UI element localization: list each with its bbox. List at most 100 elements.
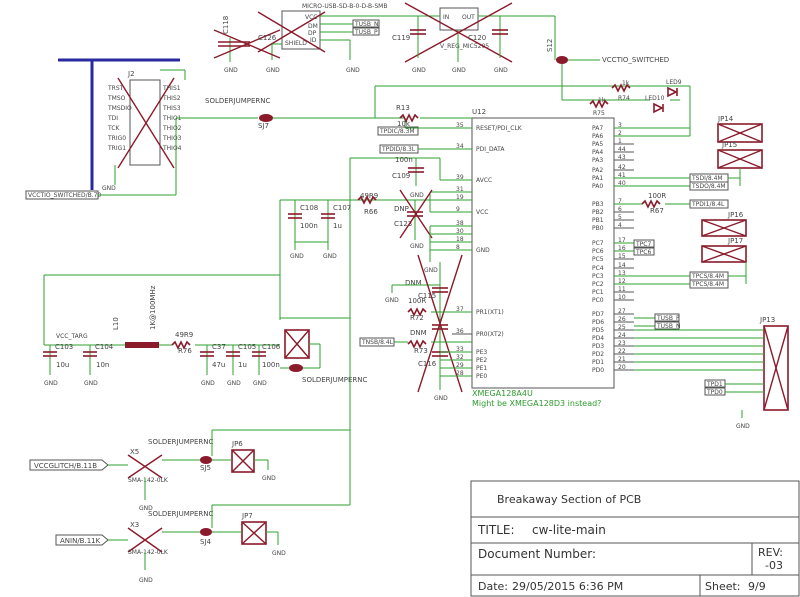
c123-label: C123	[394, 220, 412, 228]
mcu-left-pin-name: RESET/PDI_CLK	[476, 125, 523, 132]
r73-dnm: DNM	[410, 329, 427, 337]
mcu-designator: U12	[472, 108, 486, 116]
mcu-left-pin-num: 37	[456, 306, 464, 313]
mcu-right-pin-name: PB3	[592, 201, 604, 208]
c108-value: 100n	[300, 222, 318, 230]
tpd1-port: TPD1	[706, 381, 723, 388]
usb-dp-pin: DP	[308, 30, 317, 37]
c106-value: 100n	[262, 361, 280, 369]
sj7-label: SJ7	[258, 122, 269, 130]
mcu-left-pin-num: 33	[456, 346, 464, 353]
r74-label: R74	[618, 95, 630, 102]
mcu-left-pin-num: 29	[456, 362, 464, 369]
mcu-right-pin-name: PD6	[592, 319, 604, 326]
document-number-label: Document Number:	[478, 547, 596, 561]
vccsw-port: VCCTIO_SWITCHED/B.70	[28, 192, 101, 199]
c118-label: C118	[222, 16, 230, 34]
date-value: 29/05/2015 6:36 PM	[512, 580, 623, 593]
j2-pin-label: TMSO	[107, 95, 126, 102]
sj-bottom-type: SOLDERJUMPERNC	[302, 376, 368, 384]
l10-value: 1K@100MHz	[149, 285, 157, 330]
gnd-mcu: GND	[424, 267, 438, 274]
mcu-right-pin-name: PB1	[592, 217, 604, 224]
gnd-shield: GND	[266, 67, 280, 74]
mcu-left-pin-num: 8	[456, 244, 460, 251]
sj4-label: SJ4	[200, 538, 212, 546]
gnd-x3: GND	[139, 577, 153, 584]
l10-label: L10	[112, 317, 120, 330]
gnd-c106: GND	[253, 380, 267, 387]
usb-connector: MICRO-USB-SD-B-0-D-B-SMB VCC DM DP ID SH…	[257, 3, 387, 74]
mcu-right-pin-name: PD0	[592, 367, 604, 374]
gnd-vreg: GND	[452, 67, 466, 74]
tpdi1-port: TPDI1/8.4L	[691, 201, 725, 208]
anin-port: ANIN/B.11K	[60, 537, 101, 545]
mcu-right-pin-num: 44	[618, 146, 626, 153]
gnd-c103: GND	[44, 380, 58, 387]
mcu-right-pin-num: 25	[618, 324, 626, 331]
mcu-left-pin-num: 36	[456, 328, 464, 335]
mcu-right-pin-num: 5	[618, 214, 622, 221]
mcu-right-pin-name: PD1	[592, 359, 604, 366]
mcu-right-pin-name: PA4	[592, 149, 603, 156]
x3-label: X3	[130, 521, 139, 529]
mcu-right-pin-num: 24	[618, 332, 626, 339]
usb-shield-pin: SHIELD	[285, 40, 307, 47]
right-headers: JP14 JP15 TSDI/8.4M TSDO/8.4M 100R R67 T…	[614, 115, 789, 430]
mcu-right-pin-num: 16	[618, 245, 626, 252]
j2-jtag-header: J2 TRSTTMSOTMSDIOTDITCKTRIG0TRIG1THIS1TH…	[25, 58, 186, 200]
mcu-right-pin-name: PD7	[592, 311, 604, 318]
mcu-right-pin-name: PD2	[592, 351, 604, 358]
c109-label: C109	[392, 172, 410, 180]
mcu-right-pin-num: 6	[618, 206, 622, 213]
cap-c118-c126: C118 C126 GND	[213, 16, 281, 74]
tusb-n-port-d: TUSB_N	[656, 323, 680, 330]
c123-dnp: DNP	[394, 205, 409, 213]
vreg-out-pin: OUT	[462, 14, 475, 21]
tusb-p-port: TUSB_P	[354, 29, 378, 36]
gnd-c120: GND	[494, 67, 508, 74]
mcu-left-pin-name: VCC	[476, 209, 488, 216]
mcu-right-pin-num: 11	[618, 286, 626, 293]
gnd-c105: GND	[227, 380, 241, 387]
usb-id-pin: ID	[310, 37, 317, 44]
mcu-right-pin-name: PA6	[592, 133, 603, 140]
vcc-decoupling: C108 100n GND C107 1u GND 49R9 R66 DNP C…	[279, 189, 472, 320]
tpd0-port: TPD0	[706, 389, 723, 396]
c107-label: C107	[333, 204, 351, 212]
vccglitch-port: VCCGLITCH/B.11B	[34, 462, 97, 470]
gnd-c115: GND	[385, 297, 399, 304]
c126-label: C126	[258, 34, 277, 42]
j2-pin-label: TRIG0	[107, 135, 126, 142]
jp17-label: JP17	[727, 237, 743, 245]
mcu-right-pin-name: PC2	[592, 281, 604, 288]
gnd-c107: GND	[323, 253, 337, 260]
tpcs-b-port: TPCS/8.4M	[691, 281, 724, 288]
j2-label: J2	[127, 70, 135, 78]
mcu-left-pin-num: 31	[456, 186, 464, 193]
gnd-c37: GND	[201, 380, 215, 387]
mcu-left-pin-name: PE1	[476, 365, 487, 372]
c105-label: C105	[238, 343, 256, 351]
mcu-left-pin-name: PDI_DATA	[476, 146, 505, 153]
mcu-right-pins: 3PA72PA61PA544PA443PA342PA241PA140PA07PB…	[592, 122, 634, 374]
mcu-right-pin-num: 27	[618, 308, 626, 315]
c115-dnm: DNM	[405, 279, 422, 287]
avcc-c109: 100n C109 GND	[349, 156, 472, 318]
voltage-regulator: IN OUT V_REG_MIC5205 C119 C120 GND GND G…	[385, 2, 556, 74]
gnd-j2: GND	[102, 185, 116, 192]
tusb-n-port: TUSB_N	[354, 21, 378, 28]
c37-value: 47u	[212, 361, 225, 369]
tpcs-a-port: TPCS/8.4M	[691, 273, 724, 280]
vcc-targ-label: VCC_TARG	[56, 333, 88, 340]
tpc7-port: TPC7	[635, 241, 651, 248]
j2-pin-label: THIS2	[162, 95, 181, 102]
mcu-right-pin-name: PA7	[592, 125, 603, 132]
title-label: TITLE:	[477, 523, 515, 537]
mcu-right-pin-name: PC1	[592, 289, 604, 296]
mcu-right-pin-name: PD3	[592, 343, 604, 350]
mcu-right-pin-num: 13	[618, 270, 626, 277]
jp16-label: JP16	[727, 211, 744, 219]
title-block: Breakaway Section of PCB TITLE: cw-lite-…	[470, 480, 800, 597]
